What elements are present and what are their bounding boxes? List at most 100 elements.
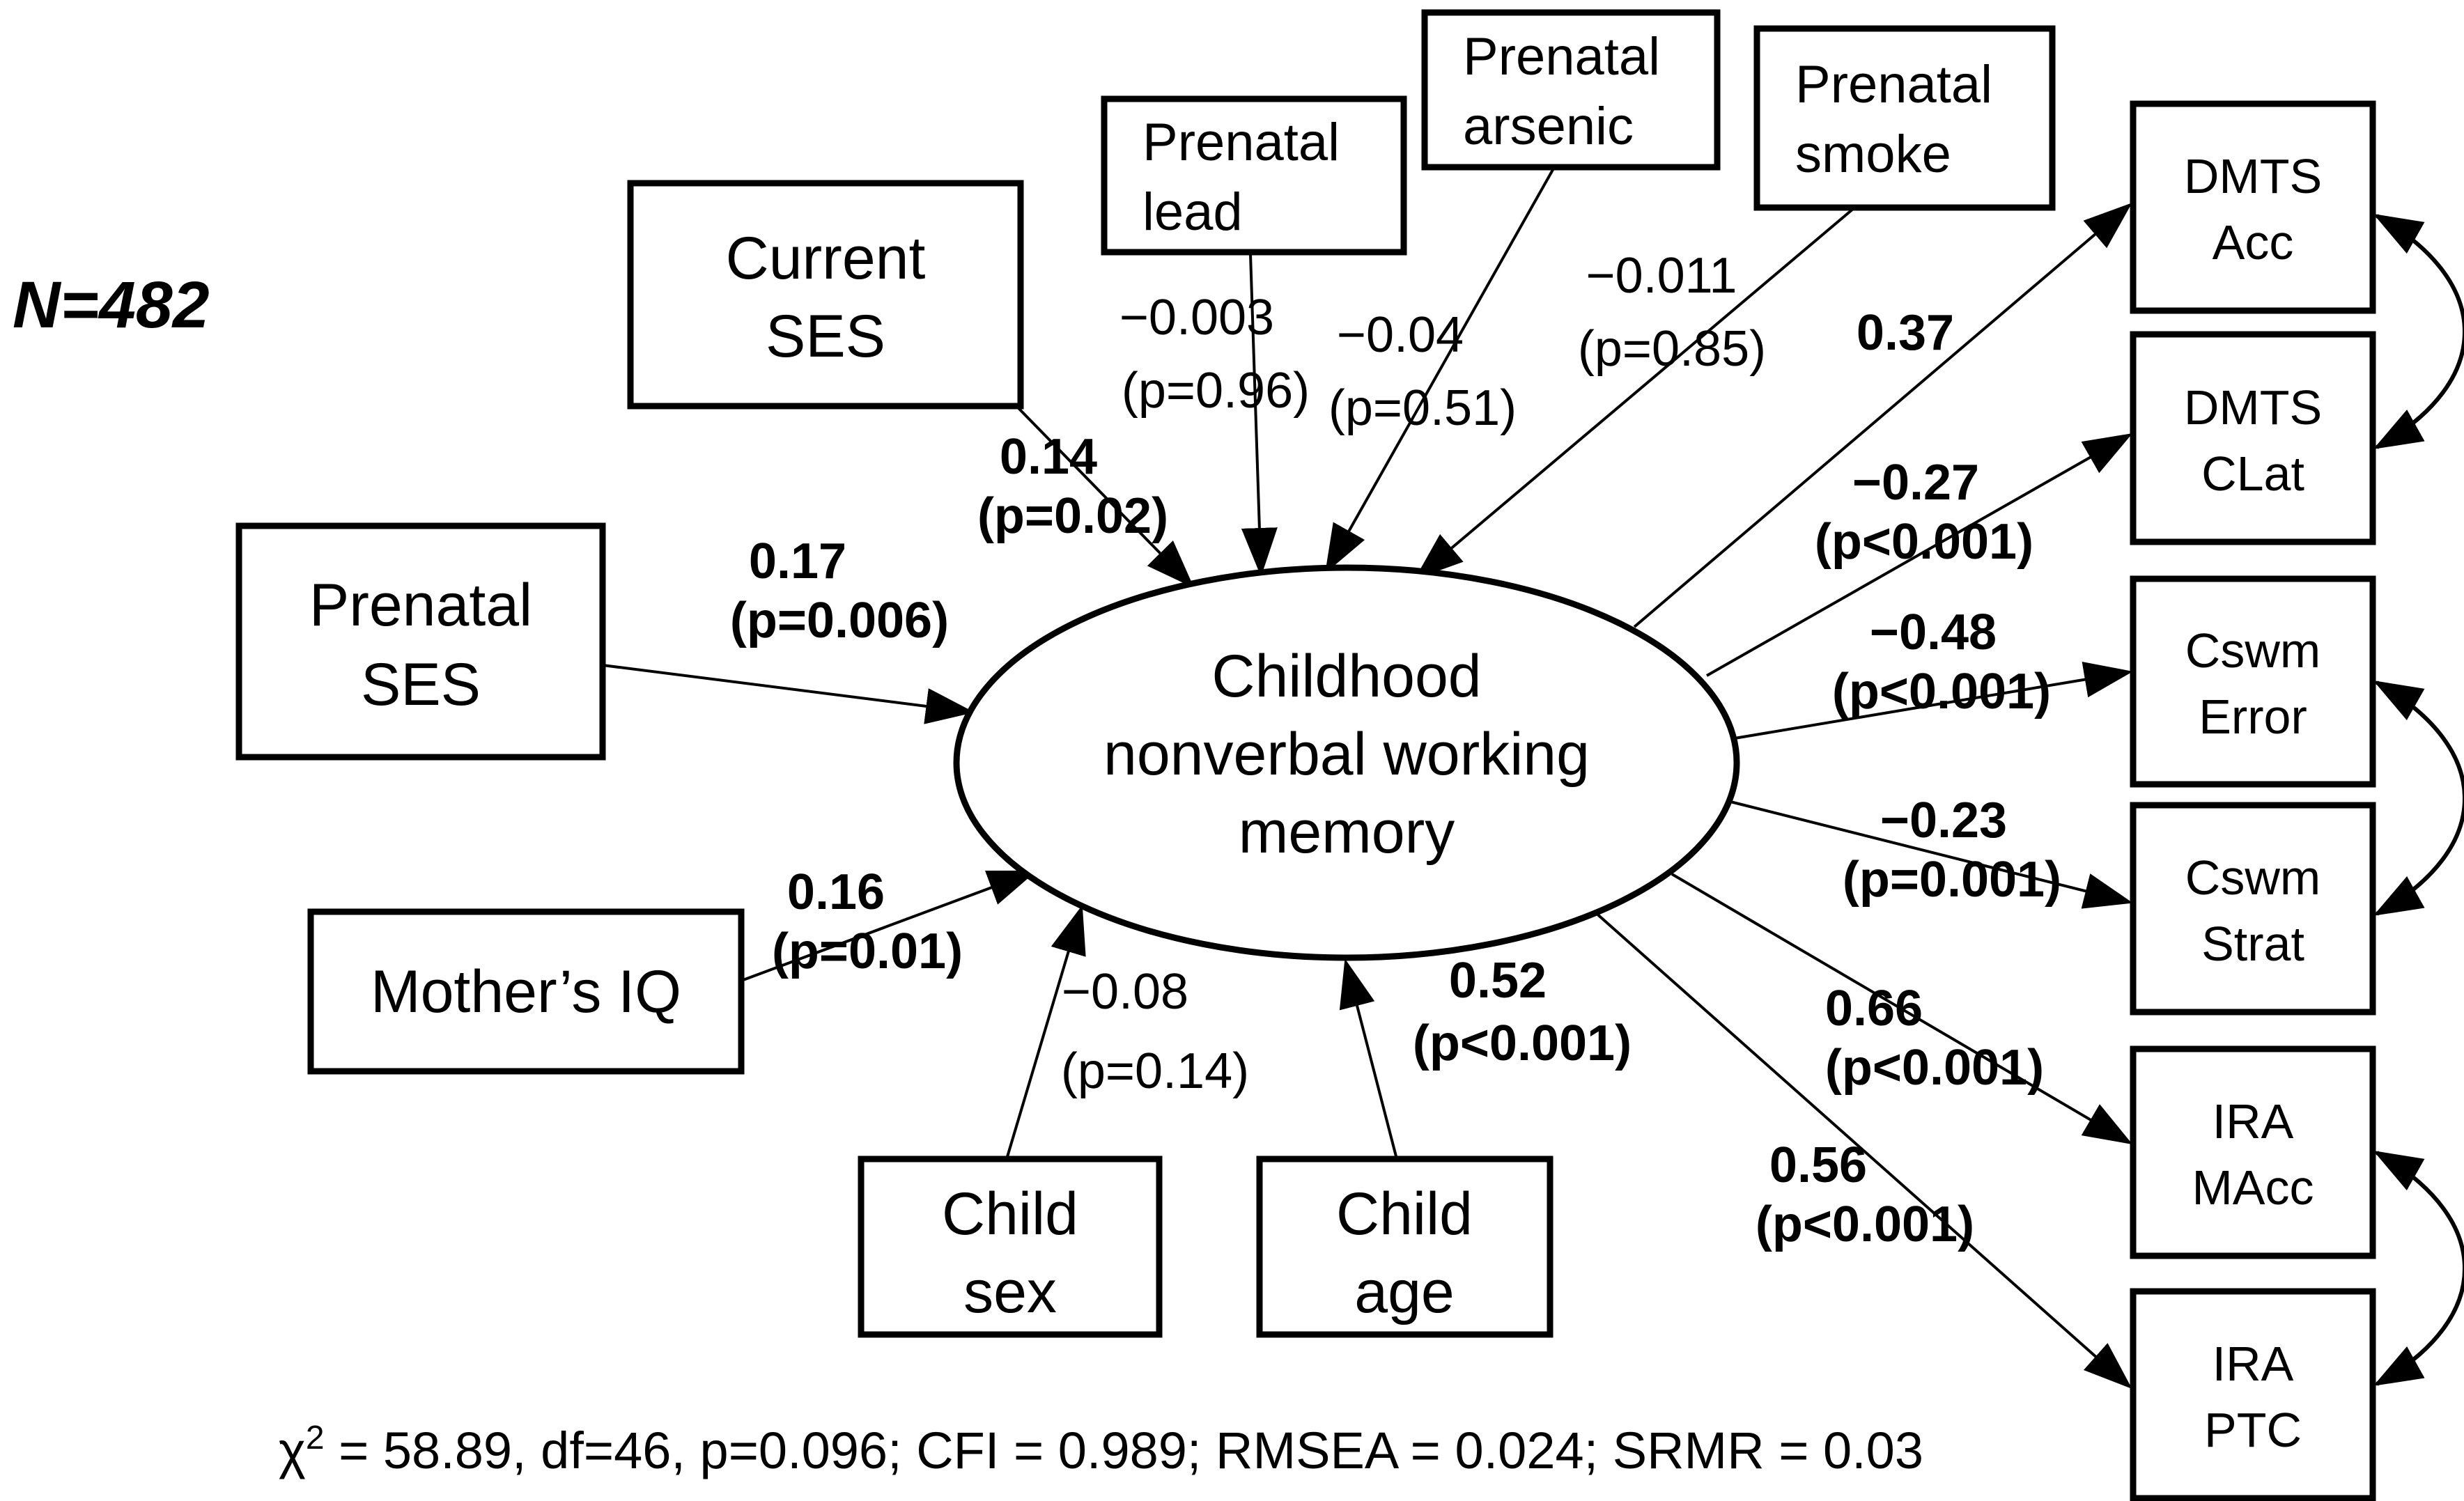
- prenatal-ses-label-line2: SES: [361, 651, 481, 718]
- fit-chi-exponent: 2: [306, 1420, 325, 1456]
- prenatal-smoke-label-line1: Prenatal: [1795, 55, 1992, 114]
- path-latent-to-dmts-clat: [1706, 433, 2133, 677]
- dmts-clat-label-line1: DMTS: [2184, 380, 2322, 435]
- ira-ptc-label-line1: IRA: [2213, 1337, 2294, 1391]
- loading-cswm-error: −0.48: [1870, 605, 1997, 660]
- node-prenatal-lead: Prenatal lead: [1101, 95, 1407, 256]
- fit-stats-values: = 58.89, df=46, p=0.096; CFI = 0.989; RM…: [325, 1422, 1923, 1479]
- pvalue-mothers-iq: (p=0.01): [772, 924, 963, 979]
- prenatal-arsenic-label-line1: Prenatal: [1463, 27, 1660, 86]
- node-prenatal-smoke: Prenatal smoke: [1753, 25, 2056, 211]
- pvalue-prenatal-lead: (p=0.96): [1122, 363, 1310, 419]
- child-sex-label-line1: Child: [942, 1181, 1078, 1247]
- pvalue-dmts-clat: (p<0.001): [1815, 514, 2033, 570]
- path-current-ses-to-latent: [1017, 407, 1195, 589]
- latent-ellipse: [953, 564, 1740, 961]
- prenatal-arsenic-label-line2: arsenic: [1463, 97, 1634, 156]
- node-cswm-error: Cswm Error: [2130, 575, 2376, 788]
- coef-prenatal-ses: 0.17: [749, 534, 846, 589]
- child-age-box: [1256, 1156, 1553, 1338]
- mothers-iq-label: Mother’s IQ: [371, 958, 681, 1025]
- node-child-sex: Child sex: [858, 1156, 1163, 1338]
- cswm-error-label-line1: Cswm: [2185, 623, 2320, 678]
- path-latent-to-ira-macc: [1671, 873, 2133, 1145]
- coef-prenatal-arsenic: −0.04: [1337, 307, 1464, 363]
- node-cswm-strat: Cswm Strat: [2130, 802, 2376, 1016]
- latent-working-memory: Childhood nonverbal working memory: [953, 564, 1740, 961]
- cswm-strat-box: [2130, 802, 2376, 1016]
- current-ses-label-line2: SES: [766, 303, 885, 370]
- prenatal-smoke-label-line2: smoke: [1795, 125, 1951, 184]
- pvalue-current-ses: (p=0.02): [977, 488, 1168, 544]
- node-ira-ptc: IRA PTC: [2130, 1288, 2376, 1501]
- path-latent-to-ira-ptc: [1594, 911, 2132, 1389]
- covariance-ira-macc-ptc: [2373, 1151, 2464, 1386]
- path-latent-to-dmts-acc: [1633, 203, 2132, 628]
- path-prenatal-arsenic-to-latent: [1325, 168, 1555, 574]
- mothers-iq-box: [307, 908, 745, 1075]
- path-latent-to-cswm-error: [1734, 661, 2133, 740]
- cswm-error-box: [2130, 575, 2376, 788]
- covariance-dmts-acc-clat: [2373, 214, 2464, 449]
- prenatal-smoke-box: [1753, 25, 2056, 211]
- dmts-acc-label-line1: DMTS: [2184, 149, 2322, 203]
- path-child-sex-to-latent: [1005, 905, 1086, 1160]
- cswm-error-label-line2: Error: [2199, 690, 2307, 744]
- current-ses-box: [627, 180, 1024, 410]
- path-child-age-to-latent: [1339, 958, 1398, 1160]
- node-current-ses: Current SES: [627, 180, 1024, 410]
- node-dmts-acc: DMTS Acc: [2130, 100, 2376, 314]
- sample-size-label: N=482: [13, 268, 210, 342]
- loading-dmts-acc: 0.37: [1857, 305, 1954, 361]
- coef-current-ses: 0.14: [1000, 429, 1097, 485]
- node-mothers-iq: Mother’s IQ: [307, 908, 745, 1075]
- covariance-cswm-error-strat: [2373, 680, 2464, 916]
- path-prenatal-lead-to-latent: [1241, 254, 1278, 577]
- child-age-label-line2: age: [1354, 1259, 1455, 1325]
- coef-child-sex: −0.08: [1062, 964, 1188, 1020]
- pvalue-ira-macc: (p<0.001): [1825, 1040, 2044, 1096]
- cswm-strat-label-line1: Cswm: [2185, 850, 2320, 905]
- prenatal-lead-label-line1: Prenatal: [1142, 113, 1340, 172]
- node-prenatal-arsenic: Prenatal arsenic: [1421, 9, 1721, 171]
- ira-macc-label-line1: IRA: [2213, 1094, 2294, 1149]
- path-prenatal-ses-to-latent: [602, 664, 975, 724]
- coef-prenatal-smoke: −0.011: [1586, 248, 1737, 304]
- loading-ira-ptc: 0.56: [1769, 1137, 1867, 1193]
- node-child-age: Child age: [1256, 1156, 1553, 1338]
- pvalue-child-sex: (p=0.14): [1061, 1043, 1249, 1099]
- latent-label-line2: nonverbal working: [1103, 721, 1590, 788]
- node-dmts-clat: DMTS CLat: [2130, 331, 2376, 545]
- pvalue-cswm-strat: (p=0.001): [1843, 852, 2061, 908]
- ira-macc-box: [2130, 1045, 2376, 1259]
- loading-ira-macc: 0.66: [1825, 981, 1923, 1036]
- node-ira-macc: IRA MAcc: [2130, 1045, 2376, 1259]
- loading-cswm-strat: −0.23: [1880, 793, 2007, 848]
- fit-statistics-label: χ2 = 58.89, df=46, p=0.096; CFI = 0.989;…: [279, 1420, 1923, 1479]
- dmts-clat-label-line2: CLat: [2201, 446, 2304, 501]
- ira-ptc-label-line2: PTC: [2204, 1403, 2302, 1457]
- dmts-acc-box: [2130, 100, 2376, 314]
- pvalue-prenatal-arsenic: (p=0.51): [1328, 380, 1517, 436]
- pvalue-child-age: (p<0.001): [1413, 1016, 1632, 1071]
- coef-child-age: 0.52: [1449, 953, 1547, 1009]
- prenatal-ses-box: [235, 522, 606, 761]
- path-latent-to-cswm-strat: [1727, 800, 2133, 909]
- fit-chi-symbol: χ: [279, 1422, 306, 1479]
- prenatal-arsenic-box: [1421, 9, 1721, 171]
- prenatal-lead-box: [1101, 95, 1407, 256]
- ira-ptc-box: [2130, 1288, 2376, 1501]
- dmts-acc-label-line2: Acc: [2213, 215, 2294, 270]
- pvalue-prenatal-ses: (p=0.006): [730, 593, 949, 648]
- pvalue-ira-ptc: (p<0.001): [1756, 1197, 1974, 1252]
- latent-label-line1: Childhood: [1211, 643, 1481, 710]
- path-mothers-iq-to-latent: [741, 870, 1037, 982]
- pvalue-cswm-error: (p<0.001): [1832, 664, 2051, 720]
- prenatal-ses-label-line1: Prenatal: [309, 572, 532, 639]
- child-age-label-line1: Child: [1336, 1181, 1473, 1247]
- prenatal-lead-label-line2: lead: [1142, 182, 1243, 242]
- node-prenatal-ses: Prenatal SES: [235, 522, 606, 761]
- current-ses-label-line1: Current: [726, 225, 926, 292]
- loading-dmts-clat: −0.27: [1852, 455, 1979, 511]
